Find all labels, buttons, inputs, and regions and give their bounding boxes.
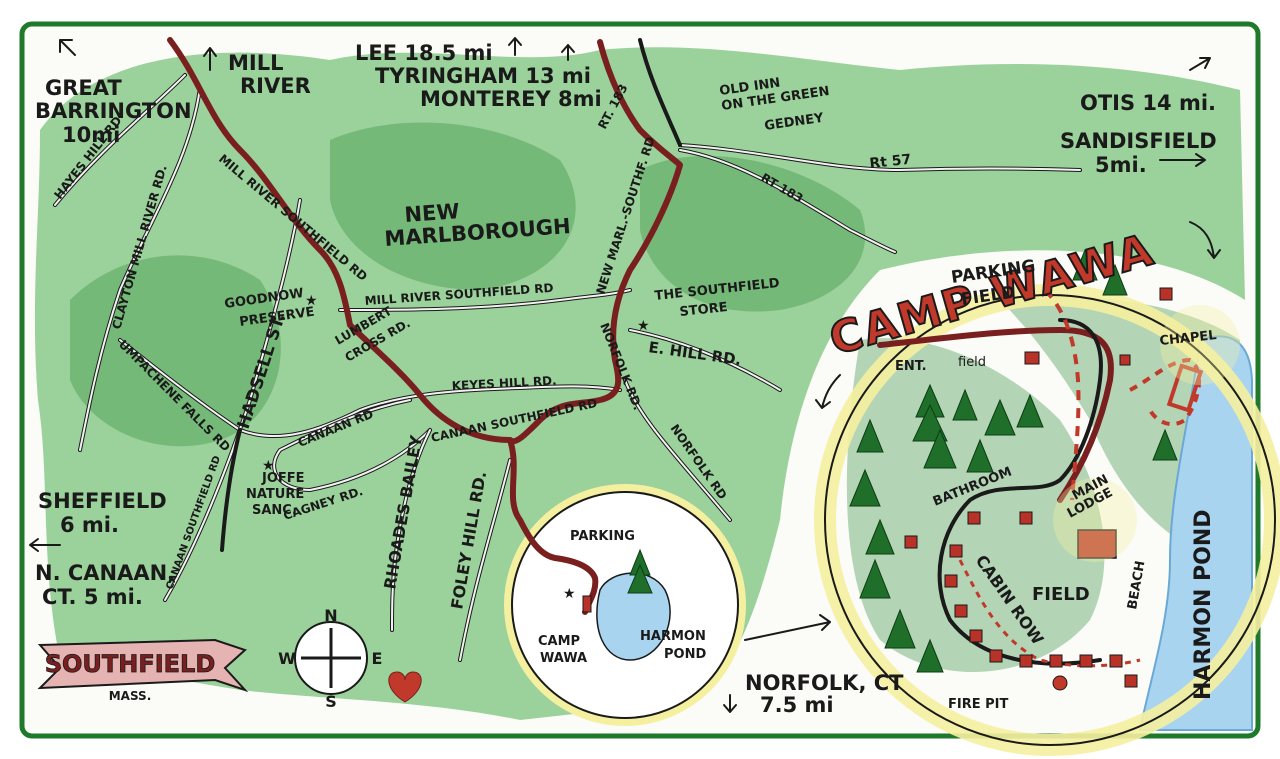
- label-southfield-store-2: STORE: [679, 300, 728, 320]
- heart-icon: [388, 671, 422, 703]
- star-icon-joffe: ★: [262, 458, 275, 474]
- compass-n: N: [324, 606, 337, 625]
- label-sandisfield-2: 5mi.: [1095, 153, 1147, 177]
- label-great-barrington-3: 10mi: [62, 123, 120, 147]
- cabins: [582, 287, 1240, 691]
- harmon-pond-large: [1138, 335, 1253, 731]
- label-mill-river-2: RIVER: [240, 74, 311, 98]
- banner-state: MASS.: [109, 689, 152, 703]
- label-sheffield-1: SHEFFIELD: [38, 489, 167, 513]
- label-chapel: CHAPEL: [1159, 328, 1217, 349]
- label-sheffield-2: 6 mi.: [60, 513, 119, 537]
- main-route-north: [507, 39, 683, 445]
- town-labels: GREAT BARRINGTON 10mi MILL RIVER LEE 18.…: [35, 41, 1217, 717]
- label-ent: ENT.: [895, 359, 927, 374]
- label-sandisfield-1: SANDISFIELD: [1060, 129, 1217, 153]
- label-harmon-pond-small-2: POND: [664, 647, 706, 662]
- label-lee: LEE 18.5 mi: [355, 41, 493, 65]
- chapel-building: [1166, 363, 1204, 413]
- label-field: FIELD: [1032, 584, 1090, 605]
- label-harmon-pond-small-1: HARMON: [640, 629, 706, 644]
- label-parking-small: PARKING: [570, 529, 635, 544]
- main-lodge-glow: [1053, 478, 1137, 562]
- label-field-small: field: [958, 355, 986, 370]
- compass-e: E: [372, 649, 383, 668]
- label-tyringham: TYRINGHAM 13 mi: [375, 64, 591, 88]
- camp-loop-road: [937, 318, 1103, 666]
- label-rt57: Rt 57: [869, 152, 912, 172]
- label-harmon-pond-large: HARMON POND: [1191, 509, 1216, 700]
- star-icon-camp: ★: [563, 586, 576, 602]
- fire-pit-mark: [1052, 675, 1068, 691]
- label-n-canaan-2: CT. 5 mi.: [42, 585, 143, 609]
- label-joffe-3: SANC.: [252, 503, 297, 518]
- camp-trees: [627, 248, 1178, 673]
- label-keyes-hill: KEYES HILL RD.: [451, 374, 557, 393]
- label-great-barrington-1: GREAT: [45, 76, 122, 100]
- label-otis: OTIS 14 mi.: [1080, 91, 1216, 115]
- label-norfolk-ct-2: 7.5 mi: [760, 693, 834, 717]
- label-norfolk-ct-1: NORFOLK, CT: [745, 671, 904, 695]
- compass-rose: N S E W: [278, 606, 382, 711]
- chapel-glow: [1160, 305, 1240, 385]
- secondary-roads: [53, 38, 1082, 662]
- banner-name: SOUTHFIELD: [45, 650, 216, 678]
- label-great-barrington-2: BARRINGTON: [35, 99, 192, 123]
- star-icon-store: ★: [637, 318, 650, 334]
- label-n-canaan-1: N. CANAAN,: [35, 561, 175, 585]
- main-route: [167, 37, 599, 615]
- southfield-banner: SOUTHFIELD MASS.: [37, 638, 249, 703]
- label-monterey: MONTEREY 8mi: [420, 87, 602, 111]
- label-camp-wawa-small-2: WAWA: [540, 651, 587, 666]
- compass-w: W: [278, 649, 296, 668]
- direction-arrows: [29, 37, 1221, 713]
- star-icon-goodnow: ★: [305, 293, 318, 309]
- label-joffe-2: NATURE: [246, 487, 304, 502]
- label-mill-river-1: MILL: [228, 51, 283, 75]
- label-new-marlborough-1: NEW: [404, 199, 461, 227]
- label-fire-pit: FIRE PIT: [948, 697, 1008, 712]
- compass-s: S: [325, 692, 337, 711]
- main-lodge-building: [1077, 529, 1117, 559]
- label-joffe-1: JOFFE: [261, 471, 305, 486]
- label-camp-wawa-small-1: CAMP: [538, 634, 580, 649]
- camp-path-dashed: [1043, 288, 1081, 501]
